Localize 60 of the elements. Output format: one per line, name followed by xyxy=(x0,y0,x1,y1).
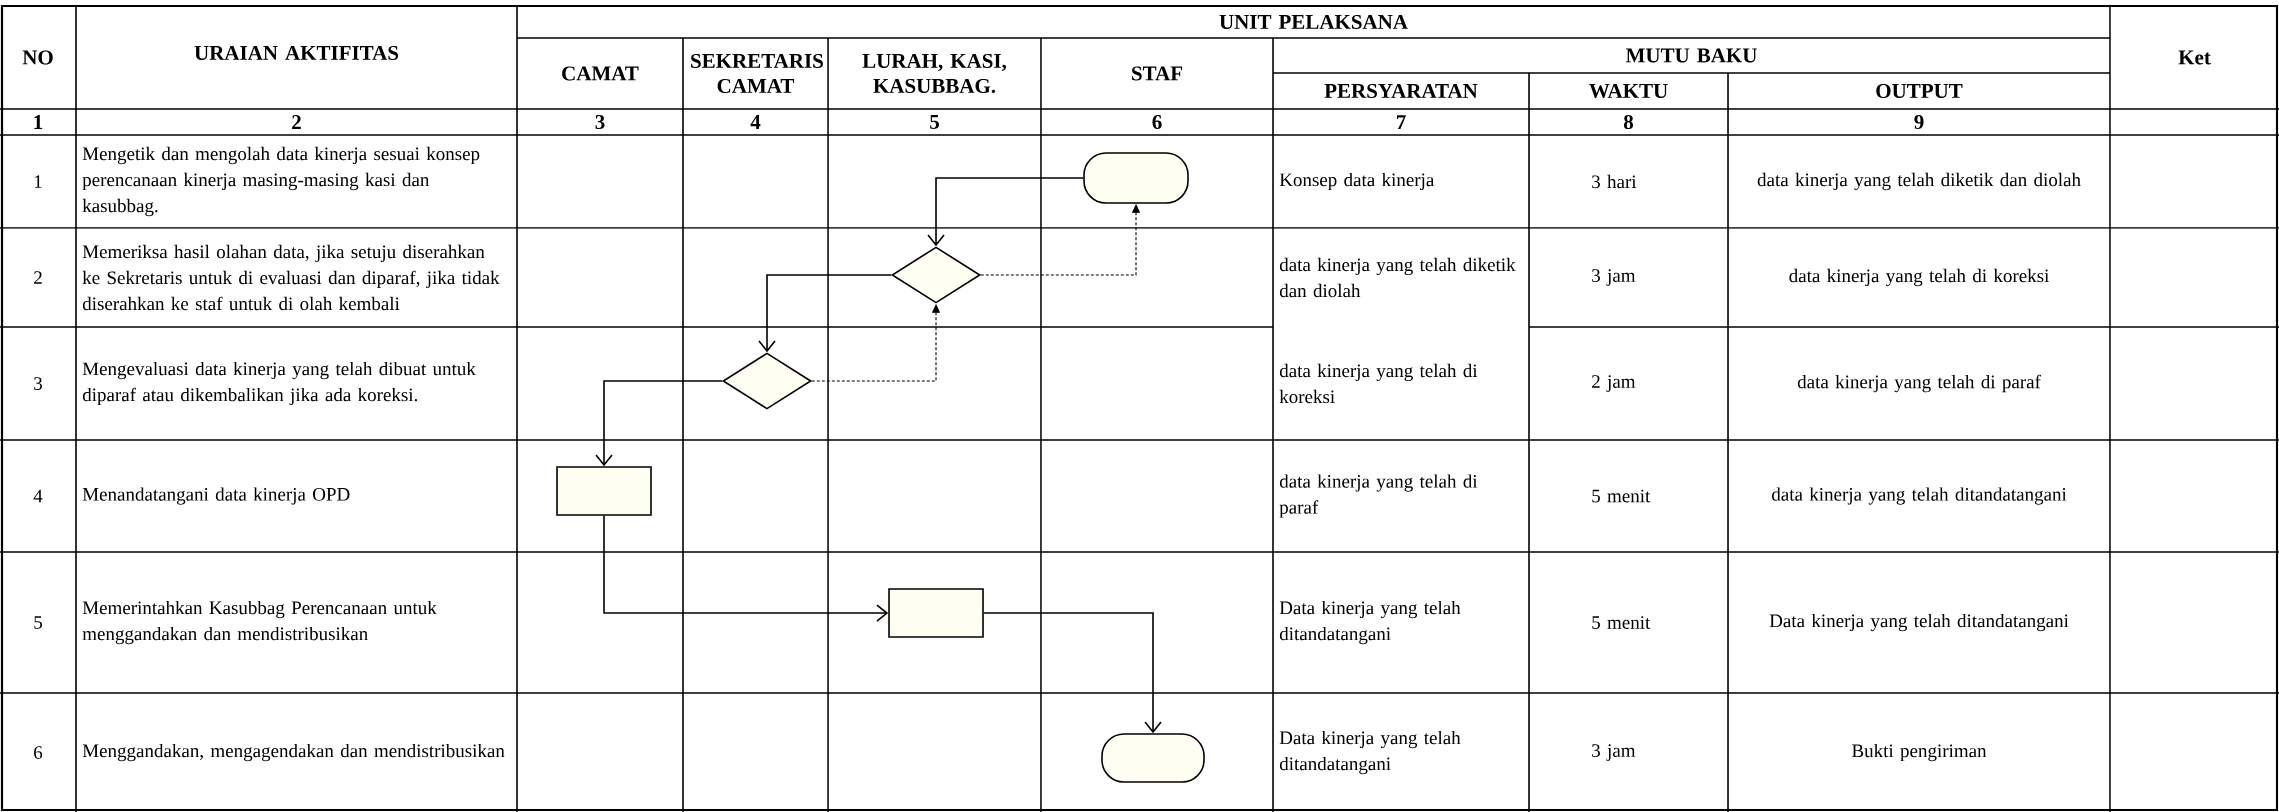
table-cell: 5 menit xyxy=(1592,489,1651,503)
table-cell: data kinerja yang telah ditandatangani xyxy=(1772,487,2067,505)
activity-text: Memeriksa hasil olahan data, jika setuju diserahkan ke Sekretaris untuk di evaluasi dan diparaf, jika tidak diserahkan ke staf untuk di olah kembali xyxy=(82,244,500,311)
column-number: 9 xyxy=(1914,114,1924,130)
header-cell: URAIAN AKTIFITAS xyxy=(194,45,399,61)
table-cell: Data kinerja yang telah ditandatangani xyxy=(1279,600,1461,645)
process-box xyxy=(556,466,652,516)
activity-text: Menandatangani data kinerja OPD xyxy=(82,487,350,505)
column-number: 7 xyxy=(1396,115,1406,129)
column-number: 8 xyxy=(1623,114,1634,130)
header-cell: WAKTU xyxy=(1589,83,1668,99)
table-cell: Bukti pengiriman xyxy=(1852,743,1987,762)
activity-text: Mengevaluasi data kinerja yang telah dibuat untuk diparaf atau dikembalikan jika ada koreksi. xyxy=(82,361,476,406)
arrow xyxy=(603,515,889,622)
process-box xyxy=(888,588,984,638)
table-cell: 3 jam xyxy=(1592,744,1636,761)
column-number: 3 xyxy=(595,114,605,130)
header-cell: NO xyxy=(22,50,53,65)
terminator-shape xyxy=(1101,733,1205,783)
table-cell: Konsep data kinerja xyxy=(1279,172,1435,191)
header-cell: CAMAT xyxy=(562,66,639,81)
column-number: 6 xyxy=(1152,114,1162,130)
arrow xyxy=(758,274,892,353)
table-cell: 5 menit xyxy=(1592,616,1651,629)
header-cell: SEKRETARIS CAMAT xyxy=(691,53,823,94)
activity-text: Menggandakan, mengagendakan dan mendistribusikan xyxy=(82,743,505,762)
column-number: 2 xyxy=(292,115,301,129)
table-cell: 3 hari xyxy=(1592,174,1637,189)
row-number: 2 xyxy=(34,271,42,284)
header-cell: UNIT PELAKSANA xyxy=(1219,14,1408,30)
table-cell: data kinerja yang telah di koreksi xyxy=(1279,363,1478,404)
table-cell: data kinerja yang telah diketik dan diolah xyxy=(1757,172,2081,191)
row-number: 4 xyxy=(33,489,43,503)
header-cell: LURAH, KASI, KASUBBAG. xyxy=(862,53,1007,94)
activity-text: Mengetik dan mengolah data kinerja sesuai konsep perencanaan kinerja masing-masing kasi dan kasubbag. xyxy=(82,146,480,217)
row-number: 1 xyxy=(34,175,42,188)
table-cell: data kinerja yang telah di paraf xyxy=(1797,374,2041,393)
table-cell: Data kinerja yang telah ditandatangani xyxy=(1769,613,2069,632)
row-number: 6 xyxy=(34,746,43,759)
table-cell: Data kinerja yang telah ditandatangani xyxy=(1279,730,1461,775)
column-number: 5 xyxy=(930,115,939,129)
header-cell: MUTU BAKU xyxy=(1625,48,1757,63)
table-cell: 2 jam xyxy=(1592,375,1636,392)
row-number: 3 xyxy=(34,377,42,390)
arrow xyxy=(983,612,1162,734)
header-cell: OUTPUT xyxy=(1876,83,1963,99)
terminator-shape xyxy=(1083,152,1189,204)
header-cell: STAF xyxy=(1132,66,1183,81)
arrow xyxy=(595,380,723,467)
table-cell: data kinerja yang telah di koreksi xyxy=(1789,268,2049,287)
row-number: 5 xyxy=(34,616,42,629)
header-cell: PERSYARATAN xyxy=(1324,83,1478,99)
header-cell: Ket xyxy=(2178,50,2211,65)
table-cell: data kinerja yang telah diketik dan diolah xyxy=(1279,257,1516,298)
table-cell: 3 jam xyxy=(1592,269,1636,286)
arrow xyxy=(927,177,1084,247)
activity-text: Memerintahkan Kasubbag Perencanaan untuk menggandakan dan mendistribusikan xyxy=(82,600,437,645)
column-number: 4 xyxy=(750,115,761,129)
column-number: 1 xyxy=(34,115,43,129)
table-cell: data kinerja yang telah di paraf xyxy=(1279,474,1478,518)
